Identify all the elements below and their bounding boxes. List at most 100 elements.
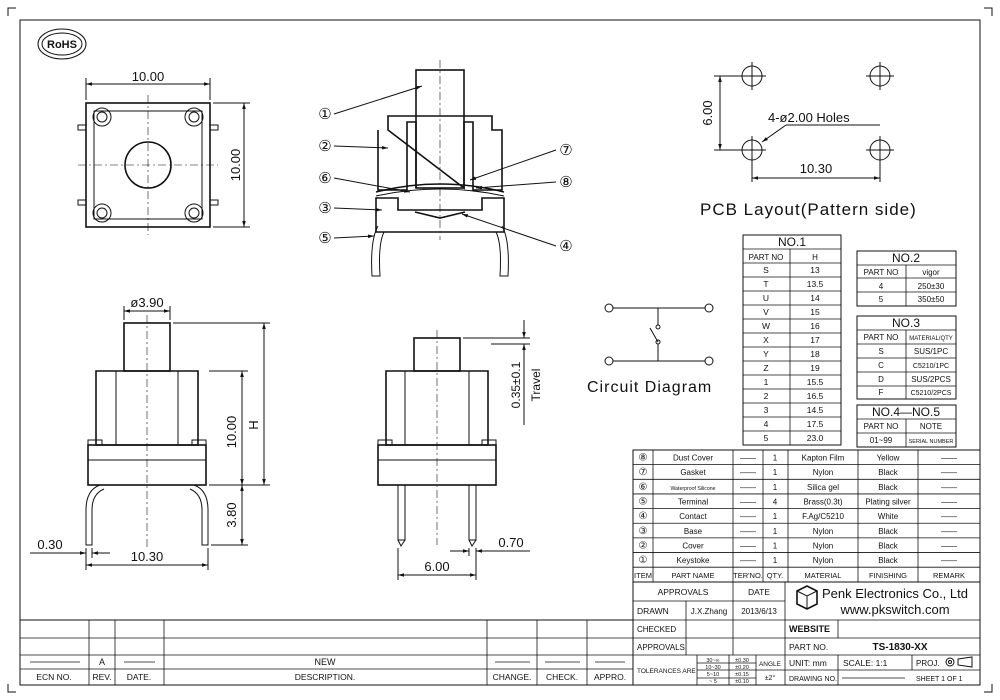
no1-part: 5 <box>764 433 769 443</box>
svg-text:NEW: NEW <box>315 657 337 667</box>
bom-cell: Kapton Film <box>802 454 845 463</box>
bom-cell: Nylon <box>813 541 833 550</box>
svg-text:SCALE: 1:1: SCALE: 1:1 <box>843 658 888 668</box>
svg-text:10~30: 10~30 <box>705 665 720 671</box>
svg-text:SHEET 1 OF 1: SHEET 1 OF 1 <box>916 676 963 683</box>
svg-text:⑥: ⑥ <box>318 170 331 187</box>
no1-h: 13.5 <box>807 279 824 289</box>
bom-cell: —— <box>740 497 756 506</box>
svg-text:C: C <box>878 361 884 370</box>
bom-cell: Black <box>878 527 899 536</box>
bom-cell: Gasket <box>680 468 706 477</box>
revision-block: A NEW ECN NO. REV. DATE. DESCRIPTION. CH… <box>19 619 634 686</box>
svg-text:±0.10: ±0.10 <box>735 679 749 685</box>
svg-text:±0.30: ±0.30 <box>735 658 749 664</box>
svg-text:PART NO: PART NO <box>864 268 899 277</box>
svg-text:5~10: 5~10 <box>707 672 719 678</box>
bom-cell: Nylon <box>813 556 833 565</box>
svg-text:RoHS: RoHS <box>47 39 77 51</box>
svg-text:0.30: 0.30 <box>37 537 62 552</box>
svg-text:①: ① <box>318 106 331 123</box>
bom-cell: —— <box>740 527 756 536</box>
no1-h: 19 <box>810 363 820 373</box>
bom-cell: Plating silver <box>865 497 911 506</box>
bom-cell: Yellow <box>877 454 900 463</box>
no1-h: 17 <box>810 335 820 345</box>
svg-text:10.30: 10.30 <box>131 549 164 564</box>
svg-text:5: 5 <box>879 295 884 304</box>
bom-cell: ⑧ <box>639 453 648 464</box>
bom-cell: ② <box>639 540 648 551</box>
bom-cell: Cover <box>682 541 704 550</box>
svg-text:10.00: 10.00 <box>224 416 239 449</box>
bom-cell: Black <box>878 483 899 492</box>
svg-text:Penk Electronics Co., Ltd: Penk Electronics Co., Ltd <box>822 586 968 601</box>
bom-cell: Black <box>878 468 899 477</box>
svg-text:PART NO: PART NO <box>749 253 784 262</box>
no1-h: 17.5 <box>807 419 824 429</box>
no1-h: 15 <box>810 307 820 317</box>
bom-cell: —— <box>941 541 957 550</box>
svg-text:Circuit Diagram: Circuit Diagram <box>587 379 712 396</box>
svg-text:④: ④ <box>559 238 572 255</box>
svg-text:±2°: ±2° <box>765 674 776 682</box>
bom-header: TER'NO. <box>733 571 763 580</box>
bom-cell: —— <box>740 468 756 477</box>
bom-header: QTY. <box>767 571 784 580</box>
svg-text:DRAWN: DRAWN <box>637 606 669 616</box>
bom-cell: ⑥ <box>639 482 648 493</box>
bom-cell: ① <box>639 555 648 566</box>
bom-cell: ⑤ <box>639 496 648 507</box>
bom-cell: Waterproof Silicone <box>670 486 715 492</box>
no1-h: 18 <box>810 349 820 359</box>
svg-text:NO.4—NO.5: NO.4—NO.5 <box>872 405 940 419</box>
svg-text:±0.15: ±0.15 <box>735 672 749 678</box>
svg-text:PCB Layout(Pattern side): PCB Layout(Pattern side) <box>700 200 917 219</box>
svg-text:01~99: 01~99 <box>870 436 893 445</box>
no1-h: 16 <box>810 321 820 331</box>
svg-text:S: S <box>878 347 883 356</box>
title-block: APPROVALS DATE DRAWN J.X.Zhang 2013/6/13… <box>632 581 981 686</box>
bom-cell: 1 <box>773 556 778 565</box>
bom-cell: Base <box>684 527 703 536</box>
svg-text:ECN NO.: ECN NO. <box>36 672 71 682</box>
no1-part: Y <box>763 349 769 359</box>
no1-h: 15.5 <box>807 377 824 387</box>
svg-text:REV.: REV. <box>92 672 111 682</box>
bom-header: FINISHING <box>869 571 907 580</box>
bom-cell: —— <box>740 483 756 492</box>
svg-text:NO.2: NO.2 <box>892 251 920 265</box>
no1-h: 16.5 <box>807 391 824 401</box>
top-view: 10.00 10.00 <box>77 69 250 235</box>
table-no3: NO.3 PART NO MATERIAL/QTY S SUS/1PC C C5… <box>856 315 957 400</box>
svg-text:H: H <box>246 420 261 429</box>
svg-text:ANGLE: ANGLE <box>759 661 782 668</box>
svg-text:APPRO.: APPRO. <box>594 672 626 682</box>
bom-cell: —— <box>740 541 756 550</box>
bom-cell: 1 <box>773 541 778 550</box>
svg-text:C5210/1PC: C5210/1PC <box>913 363 949 370</box>
bom-cell: —— <box>941 483 957 492</box>
bom-cell: ④ <box>639 511 648 522</box>
bom-cell: —— <box>740 556 756 565</box>
svg-text:Travel: Travel <box>529 369 543 402</box>
svg-text:③: ③ <box>318 200 331 217</box>
svg-text:vigor: vigor <box>922 268 940 277</box>
bom-cell: —— <box>941 512 957 521</box>
no1-part: 3 <box>764 405 769 415</box>
no1-part: T <box>763 279 768 289</box>
svg-text:10.30: 10.30 <box>800 161 833 176</box>
no1-part: 1 <box>764 377 769 387</box>
bom-cell: —— <box>941 497 957 506</box>
bom-cell: —— <box>941 468 957 477</box>
svg-text:NOTE: NOTE <box>920 422 942 431</box>
bom-cell: 1 <box>773 512 778 521</box>
bom-cell: Black <box>878 556 899 565</box>
svg-text:www.pkswitch.com: www.pkswitch.com <box>839 602 949 617</box>
svg-text:6.00: 6.00 <box>700 100 715 125</box>
bom-cell: —— <box>941 556 957 565</box>
bom-cell: Nylon <box>813 468 833 477</box>
bom-header: ITEM <box>634 571 652 580</box>
